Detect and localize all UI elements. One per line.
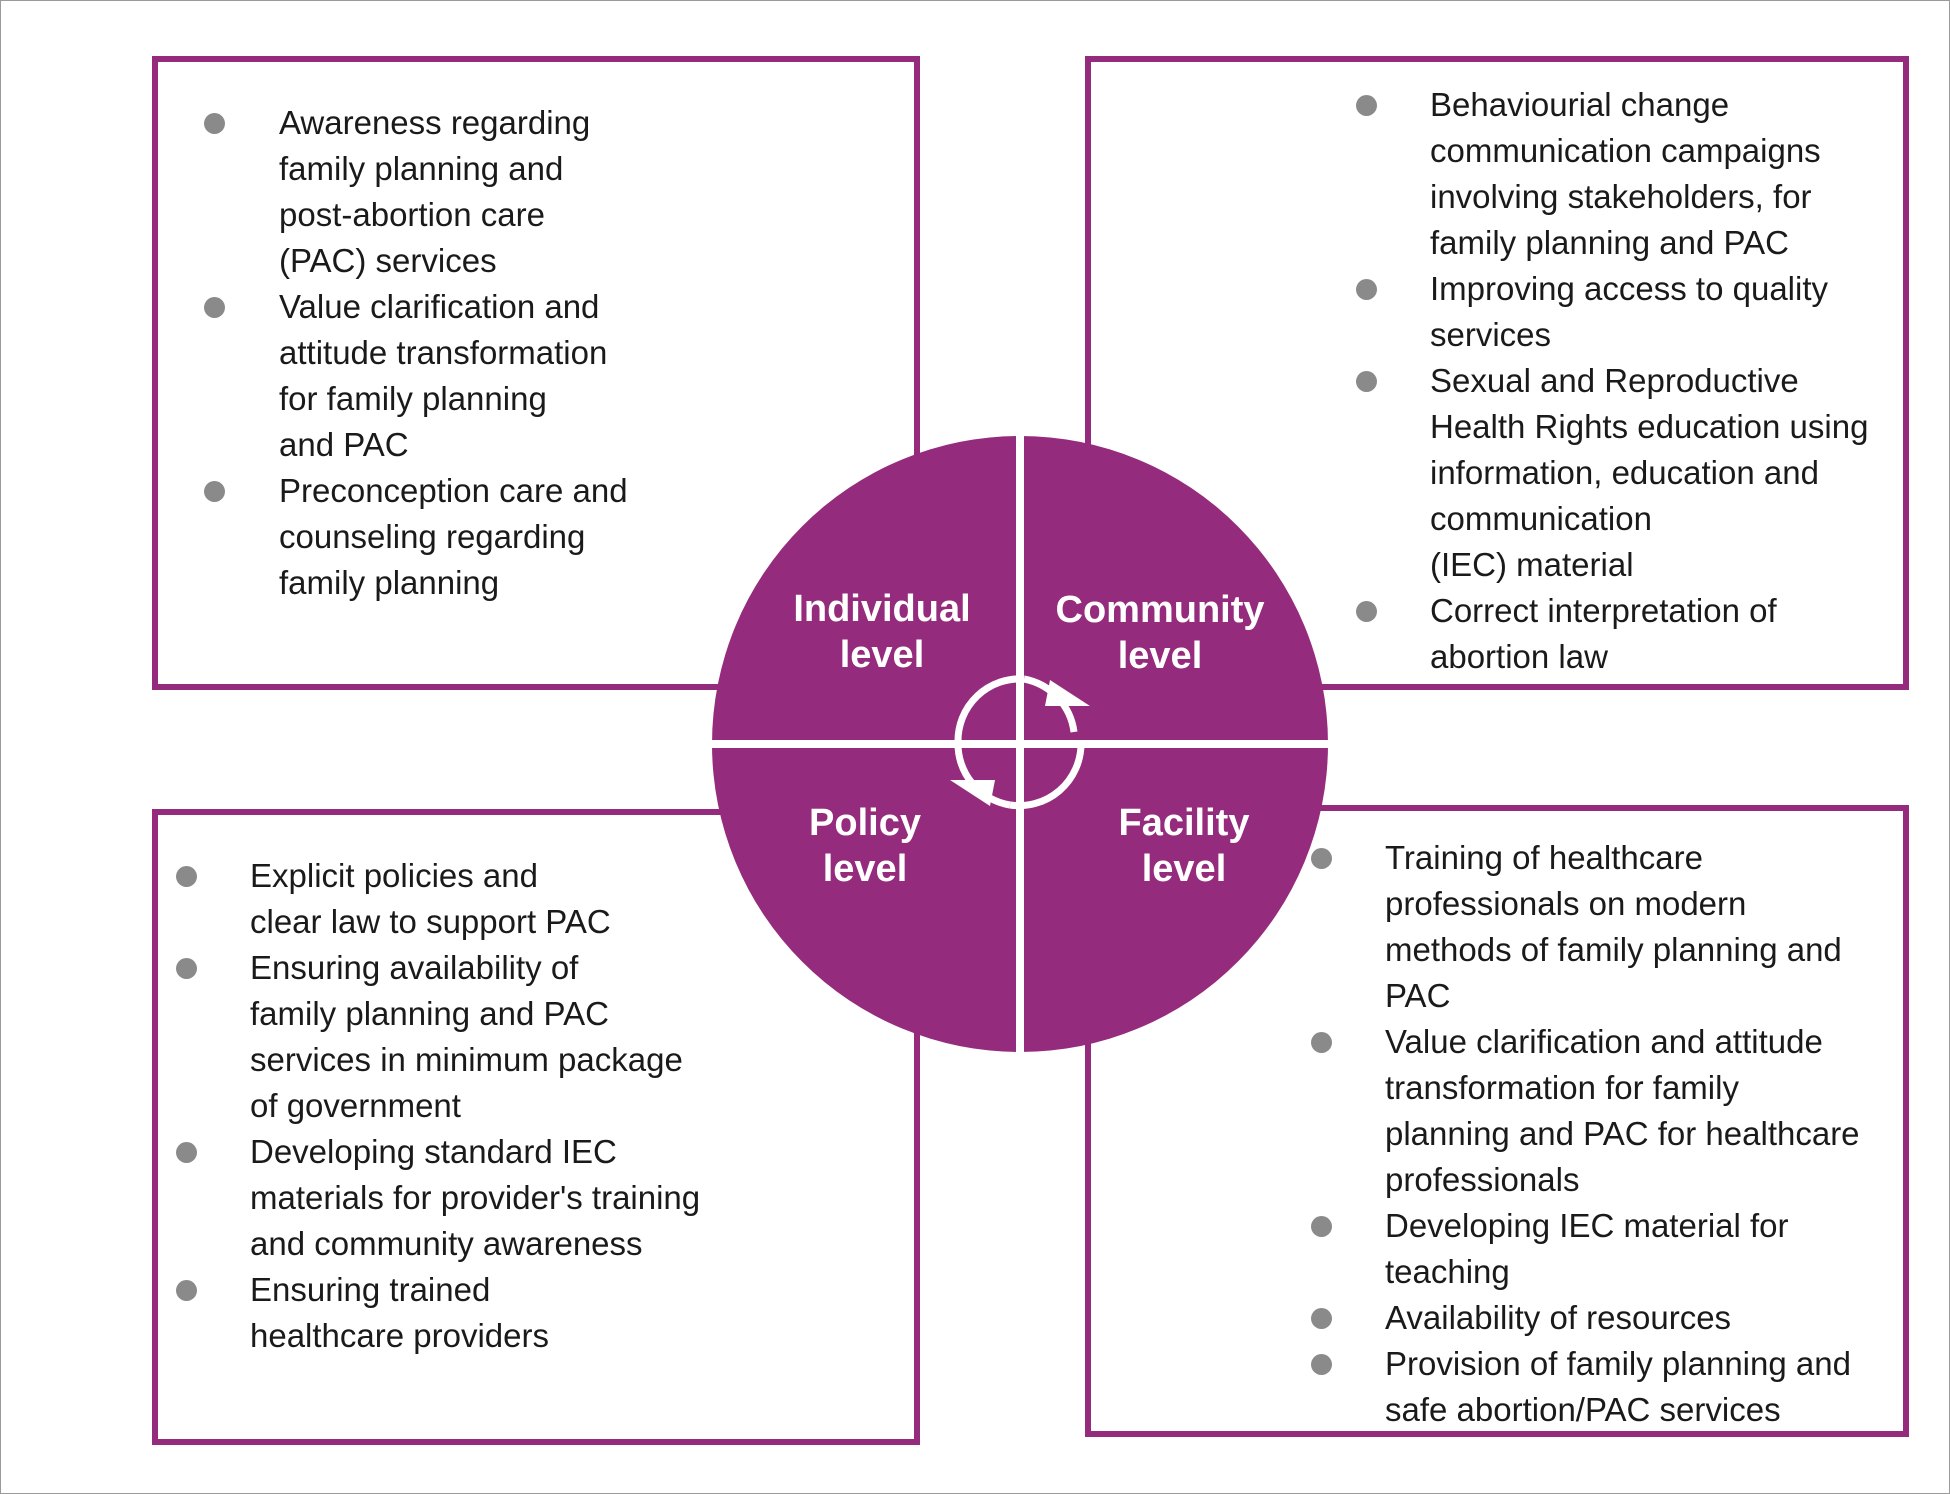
bullet-icon <box>176 866 197 887</box>
list-item-text: Availability of resources <box>1385 1299 1732 1336</box>
bullet-icon <box>1356 601 1377 622</box>
list-item: Availability of resources <box>1311 1295 1891 1341</box>
bullet-icon <box>204 113 225 134</box>
bullet-icon <box>1356 371 1377 392</box>
bullet-icon <box>1311 1308 1332 1329</box>
bullet-icon <box>204 481 225 502</box>
bullet-icon <box>204 297 225 318</box>
bullet-icon <box>176 1280 197 1301</box>
bullet-icon <box>1311 1354 1332 1375</box>
bullet-icon <box>1356 279 1377 300</box>
bullet-icon <box>1311 848 1332 869</box>
bullet-icon <box>176 958 197 979</box>
bullet-icon <box>176 1142 197 1163</box>
bullet-icon <box>1311 1216 1332 1237</box>
bullet-icon <box>1356 95 1377 116</box>
bullet-icon <box>1311 1032 1332 1053</box>
